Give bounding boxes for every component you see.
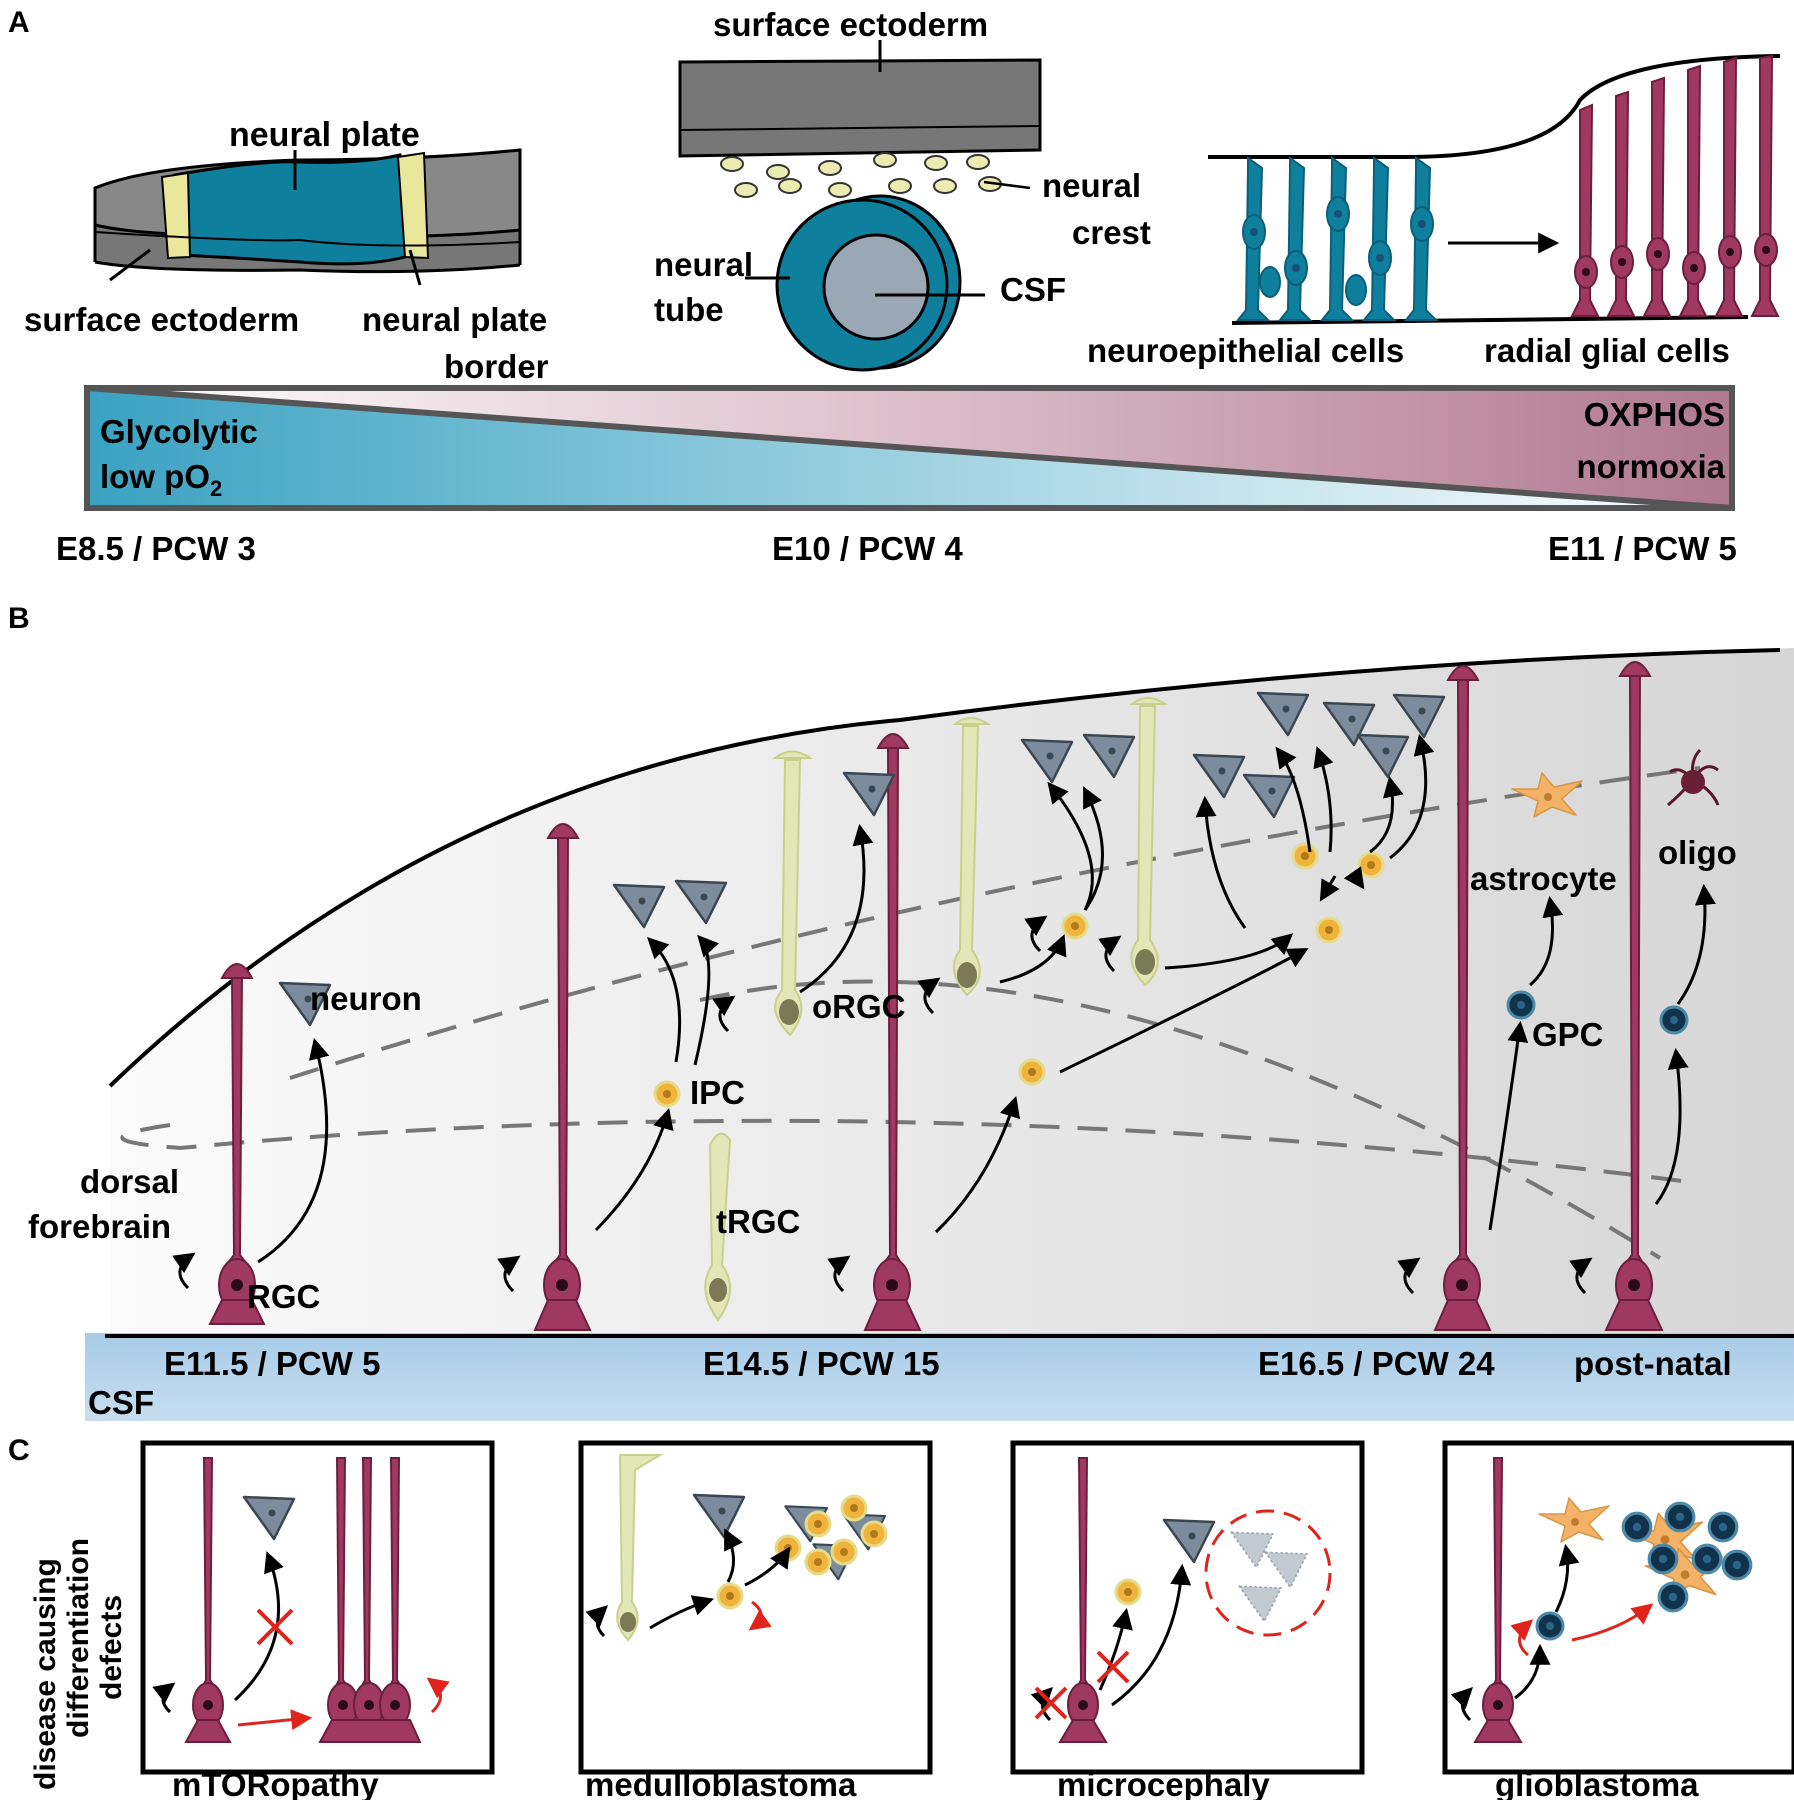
stage-b-4: post-natal	[1574, 1345, 1732, 1382]
trgc-label: tRGC	[716, 1203, 800, 1240]
csf-label-a: CSF	[1000, 271, 1066, 308]
disease-label-2: medulloblastoma	[585, 1766, 857, 1800]
side-caption-1: disease causing	[29, 1558, 62, 1790]
oxphos-label-1: OXPHOS	[1584, 396, 1725, 433]
cortex-diagram	[85, 648, 1794, 1421]
neuroepithelial-to-radial-glia-diagram	[1208, 54, 1781, 325]
mtoropathy-box	[140, 1440, 495, 1775]
ipc-label: IPC	[690, 1074, 745, 1111]
side-caption-3: defects	[95, 1595, 128, 1700]
gpc-label: GPC	[1532, 1016, 1604, 1053]
stage-a-3: E11 / PCW 5	[1548, 530, 1737, 567]
panel-c-label: C	[8, 1434, 30, 1467]
surface-ectoderm-label-1: surface ectoderm	[24, 301, 299, 338]
neural-crest-label-1: neural	[1042, 167, 1141, 204]
disease-label-1: mTORopathy	[172, 1766, 379, 1800]
oligo-label: oligo	[1658, 834, 1737, 871]
neuroepithelial-cells-label: neuroepithelial cells	[1087, 332, 1404, 369]
surface-ectoderm-label-2: surface ectoderm	[713, 6, 988, 43]
radial-glial-cells-label: radial glial cells	[1484, 332, 1730, 369]
stage-b-3: E16.5 / PCW 24	[1258, 1345, 1495, 1382]
neuron-label: neuron	[310, 980, 422, 1017]
oxphos-label-2: normoxia	[1576, 448, 1725, 485]
disease-label-4: glioblastoma	[1495, 1766, 1699, 1800]
dorsal-forebrain-label-1: dorsal	[80, 1163, 179, 1200]
glycolytic-label-2-subscript: 2	[210, 476, 222, 501]
neural-plate-border-label-1: neural plate	[362, 301, 547, 338]
orgc-label: oRGC	[812, 988, 906, 1025]
astrocyte-label: astrocyte	[1470, 860, 1617, 897]
stage-a-1: E8.5 / PCW 3	[56, 530, 256, 567]
neural-crest-label-2: crest	[1072, 214, 1151, 251]
neural-plate-label: neural plate	[229, 116, 420, 154]
rgc-label: RGC	[247, 1278, 320, 1315]
side-caption: disease causing differentiation defects	[29, 1538, 128, 1790]
panel-b-label: B	[8, 602, 30, 635]
side-caption-2: differentiation	[62, 1538, 95, 1738]
stage-b-1: E11.5 / PCW 5	[164, 1345, 380, 1382]
glycolytic-label-1: Glycolytic	[100, 413, 258, 450]
csf-label-b: CSF	[88, 1384, 154, 1421]
disease-label-3: microcephaly	[1057, 1766, 1270, 1800]
neural-plate-diagram	[93, 148, 522, 286]
neural-tube-label-2: tube	[654, 291, 724, 328]
neural-tube-label-1: neural	[654, 246, 753, 283]
neural-tube-diagram	[678, 40, 1042, 372]
medulloblastoma-box	[578, 1440, 933, 1775]
glycolytic-label-2: low pO2	[100, 458, 222, 501]
stage-b-2: E14.5 / PCW 15	[703, 1345, 940, 1382]
dorsal-forebrain-label-2: forebrain	[28, 1208, 171, 1245]
glioblastoma-box	[1442, 1440, 1794, 1775]
stage-a-2: E10 / PCW 4	[772, 530, 963, 567]
metabolic-gradient-bar	[84, 385, 1735, 511]
microcephaly-box	[1010, 1440, 1365, 1775]
panel-a-label: A	[8, 6, 30, 39]
glycolytic-label-2-text: low pO	[100, 458, 210, 495]
neural-plate-border-label-2: border	[444, 348, 549, 385]
